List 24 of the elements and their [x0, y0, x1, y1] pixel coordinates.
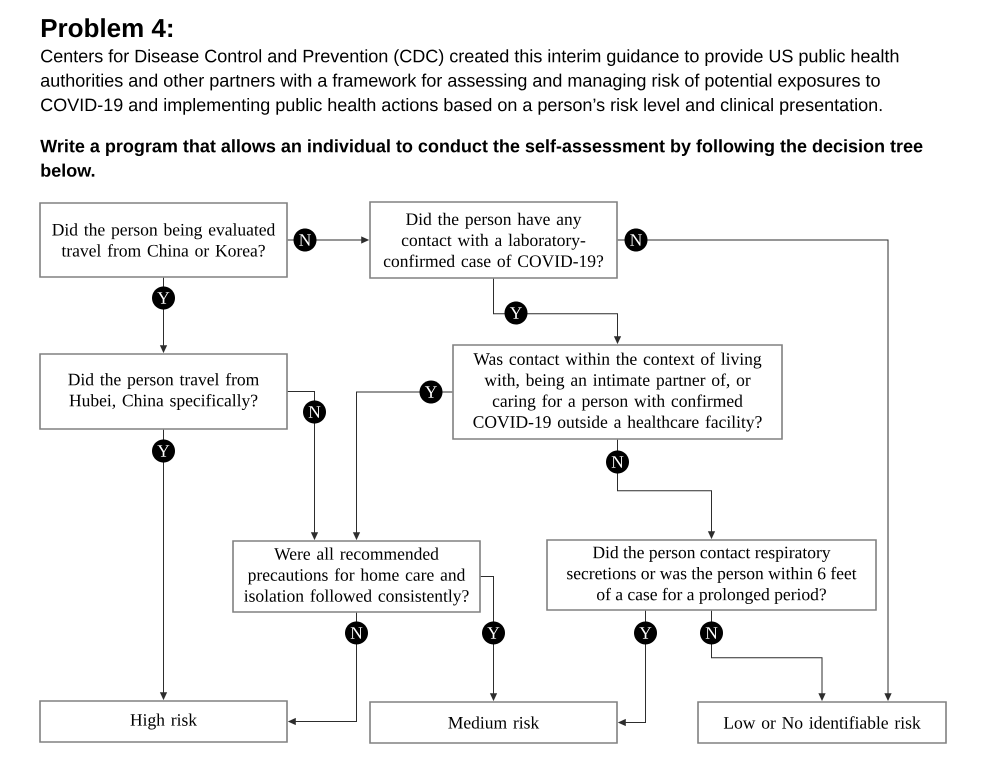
edge-label: Y [152, 440, 175, 462]
paragraph: Centers for Disease Control and Prevention (CDC) created this interim guidance to provide US public health authorities and other partners with a framework for assessing and managing risk of potential exposures to COVID-19 and implementing public health actions based on a person’s risk level and clinical presentation. [40, 49, 898, 115]
edge-label: Y [634, 622, 657, 644]
edge-label: N [606, 450, 629, 474]
edge-label: Y [482, 622, 505, 644]
heading: Problem 4: [42, 18, 172, 38]
decision-box: Did the person have any contact with a laboratory-confirmed case of COVID-19? [369, 201, 618, 279]
edge-label: N [700, 622, 723, 644]
edge-label: Y [152, 286, 175, 310]
decision-box: Did the person contact respiratory secretions or was the person within 6 feet of a case for a prolonged period? [546, 539, 877, 611]
edge-label: N [345, 622, 368, 644]
edge-label: N [303, 400, 326, 424]
result-box: Low or No identifiable risk [697, 701, 947, 744]
decision-box: Was contact within the context of living with, being an intimate partner of, or caring for a person with confirmed COVID-19 outside a healthcare facility? [452, 344, 783, 440]
edge-label: N [624, 228, 648, 252]
edge-label: Y [420, 380, 442, 404]
decision-box: Did the person being evaluated travel from China or Korea? [39, 202, 288, 278]
edge-label: N [294, 228, 316, 252]
result-box: High risk [39, 700, 288, 743]
decision-box: Did the person travel from Hubei, China specifically? [39, 353, 288, 430]
edge-label: Y [504, 302, 528, 324]
result-box: Medium risk [369, 701, 618, 744]
paragraph: Write a program that allows an individual to conduct the self-assessment by following the decision tree below. [40, 139, 922, 177]
decision-box: Were all recommended precautions for home care and isolation followed consistently? [232, 540, 481, 613]
